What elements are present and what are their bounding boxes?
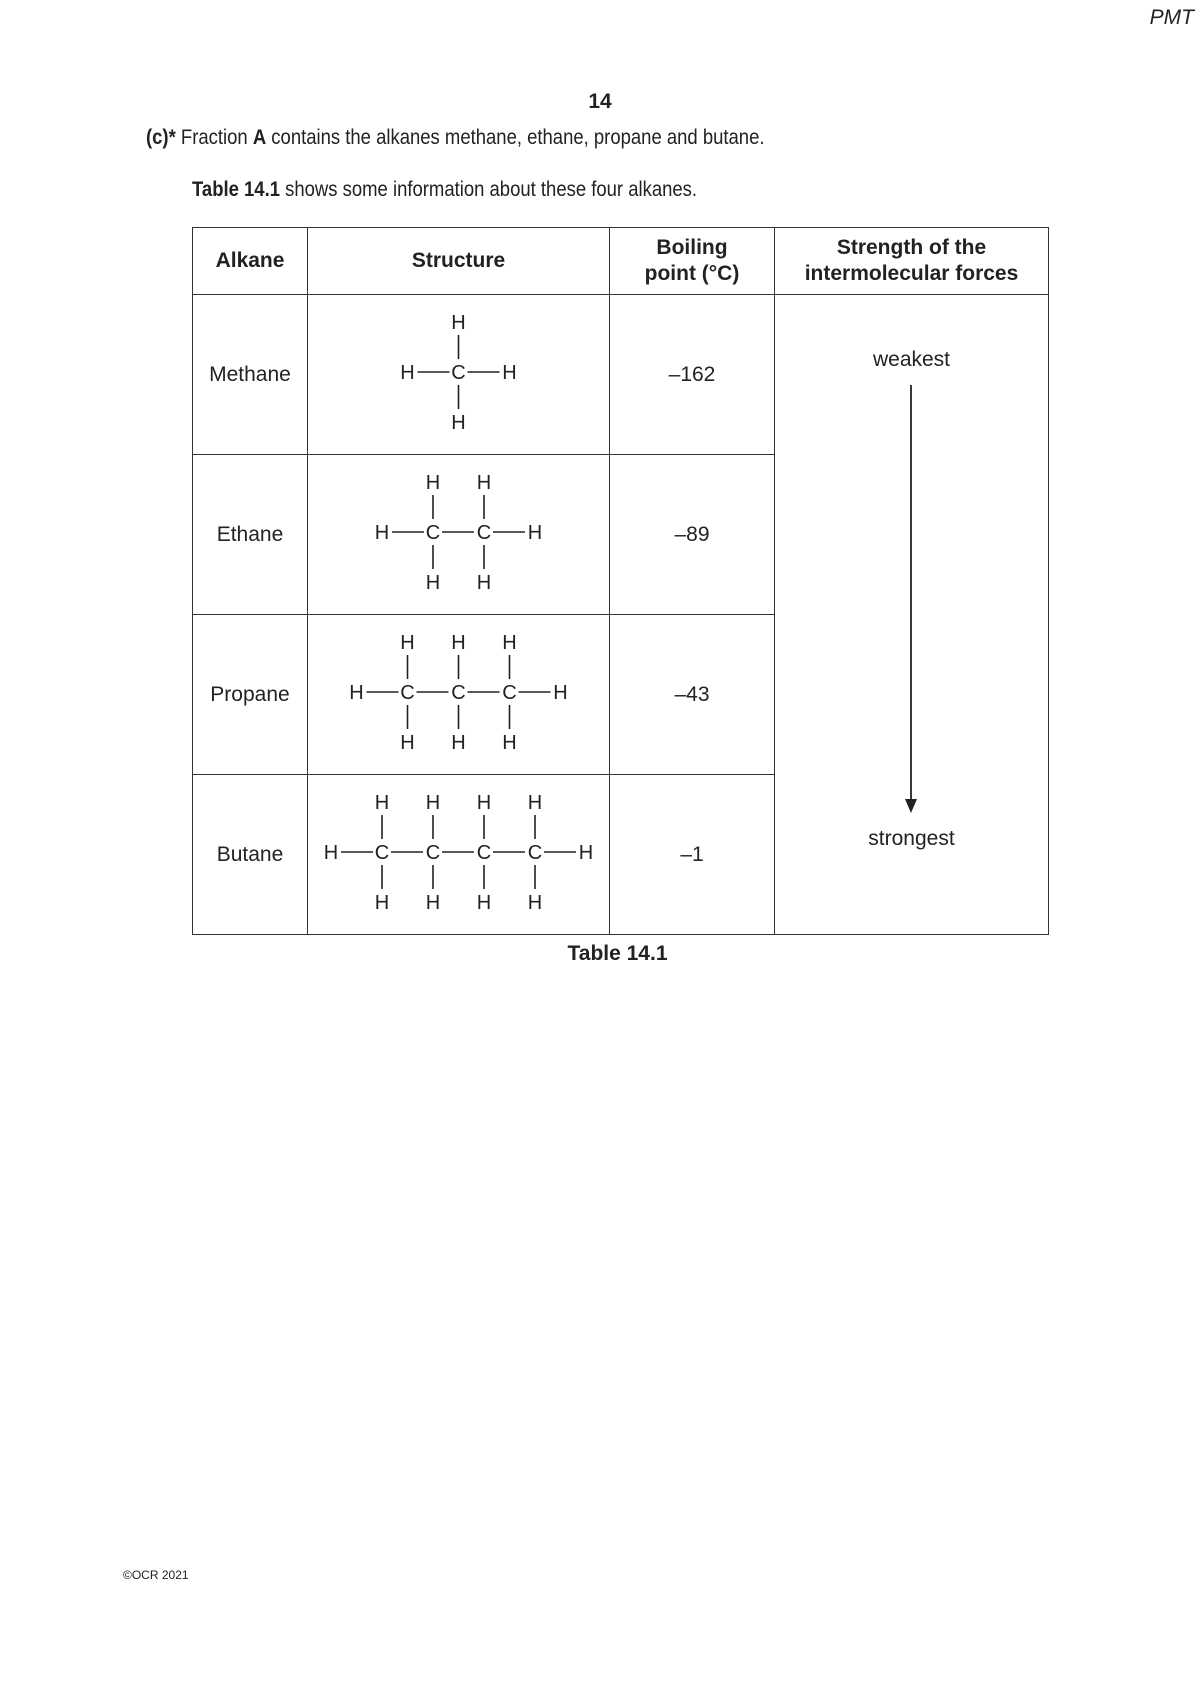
atom-h: H [451,412,465,434]
alkane-name: Propane [192,614,308,775]
structural-formula: H C H H C H H C H H H [349,632,567,754]
structural-formula: H C H H C H H H [375,472,542,594]
arrow-down-icon [905,385,917,813]
atom-h: H [375,792,389,814]
atom-h: H [426,472,440,494]
structure-cell: H C H H C H H C H H H [307,614,610,775]
atom-h: H [528,792,542,814]
atom-c: C [502,682,516,704]
strength-cell: weakest strongest [774,294,1049,935]
atom-h: H [502,632,516,654]
atom-h: H [426,792,440,814]
question-text-b: contains the alkanes methane, ethane, pr… [266,126,765,149]
atom-c: C [426,842,440,864]
structural-formula: H C H H C H H C H H C H H H [324,792,593,914]
alkane-name: Methane [192,294,308,455]
atom-h: H [400,632,414,654]
copyright-footer: ©OCR 2021 [123,1568,189,1582]
atom-h: H [528,522,542,544]
atom-c: C [477,842,491,864]
corner-label: PMT [1149,6,1194,29]
atom-h: H [324,842,338,864]
atom-h: H [477,892,491,914]
atom-h: H [477,792,491,814]
boiling-point: –162 [609,294,775,455]
header-strength: Strength of the intermolecular forces [774,227,1049,295]
alkane-name: Ethane [192,454,308,615]
atom-h: H [400,732,414,754]
header-boiling-point: Boiling point (°C) [609,227,775,295]
atom-h: H [451,632,465,654]
atom-c: C [451,682,465,704]
intro-text: Table 14.1 shows some information about … [192,178,766,202]
structure-cell: H C H H H [307,294,610,455]
question-text-a: Fraction [180,126,253,149]
atom-h: H [528,892,542,914]
atom-h: H [451,732,465,754]
boiling-point: –89 [609,454,775,615]
table-row: Butane H C H H C H H C H H C H H H –1 [192,774,1049,935]
structural-formula: H C H H H [400,312,516,434]
atom-h: H [553,682,567,704]
atom-h: H [502,732,516,754]
atom-c: C [477,522,491,544]
intro-bold: Table 14.1 [192,178,280,201]
atom-h: H [477,572,491,594]
boiling-point: –43 [609,614,775,775]
question-text: (c)* Fraction A contains the alkanes met… [146,126,849,150]
atom-h: H [375,522,389,544]
atom-h: H [502,362,516,384]
atom-c: C [426,522,440,544]
question-bold: A [252,126,267,149]
table-row: Propane H C H H C H H C H H H –43 [192,614,1049,775]
question-part: (c)* [146,126,176,149]
atom-c: C [400,682,414,704]
atom-c: C [528,842,542,864]
strongest-label: strongest [868,827,955,850]
atom-h: H [426,572,440,594]
atom-h: H [400,362,414,384]
table-caption: Table 14.1 [567,942,668,965]
table-header-row: Alkane Structure Boiling point (°C) Stre… [192,227,1049,295]
atom-c: C [375,842,389,864]
intro-rest: shows some information about these four … [280,178,698,201]
alkane-table: Alkane Structure Boiling point (°C) Stre… [192,227,1049,935]
structure-cell: H C H H C H H C H H C H H H [307,774,610,935]
structure-cell: H C H H C H H H [307,454,610,615]
header-alkane: Alkane [192,227,308,295]
atom-h: H [349,682,363,704]
atom-h: H [451,312,465,334]
page-number: 14 [588,90,612,113]
weakest-label: weakest [872,348,951,371]
atom-h: H [579,842,593,864]
alkane-name: Butane [192,774,308,935]
table-row: Ethane H C H H C H H H –89 [192,454,1049,615]
atom-c: C [451,362,465,384]
atom-h: H [426,892,440,914]
header-structure: Structure [307,227,610,295]
boiling-point: –1 [609,774,775,935]
atom-h: H [477,472,491,494]
atom-h: H [375,892,389,914]
